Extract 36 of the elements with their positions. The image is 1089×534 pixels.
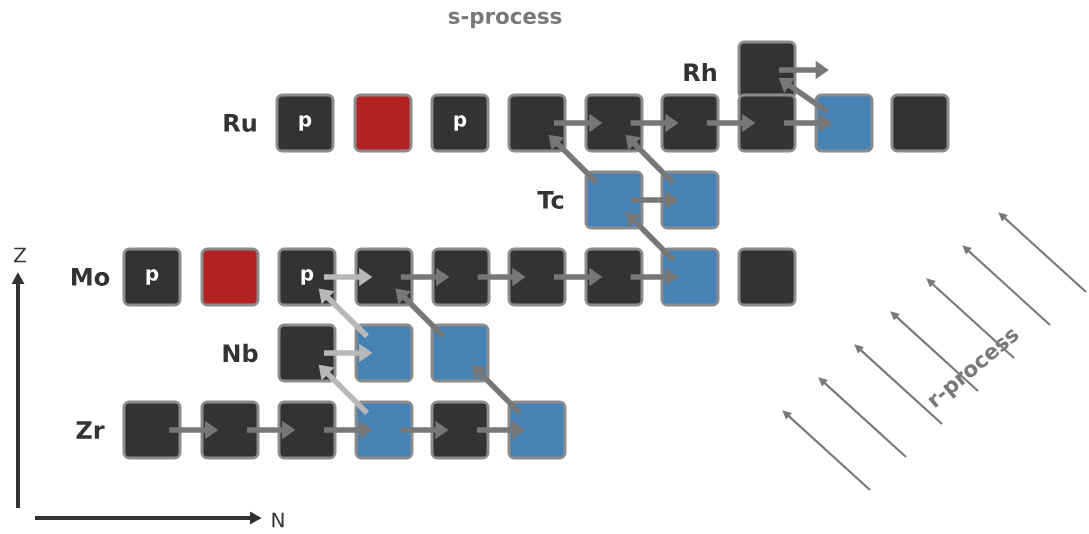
nuclide-box xyxy=(353,93,413,153)
nuclide-box xyxy=(890,93,950,153)
element-label: Tc xyxy=(537,191,564,209)
nuclide-box xyxy=(584,93,644,153)
nuclide-box: p xyxy=(275,93,335,153)
nuclide-box xyxy=(354,247,414,307)
nuclide-box xyxy=(430,400,490,460)
nuclide-box xyxy=(431,247,491,307)
nuclide-box xyxy=(200,400,260,460)
nuclide-box xyxy=(277,323,337,383)
nuclide-box xyxy=(507,400,567,460)
nuclide-box xyxy=(660,170,720,230)
nuclide-box xyxy=(277,400,337,460)
axis-label: Z xyxy=(14,247,26,263)
nuclide-box xyxy=(430,323,490,383)
nuclide-box xyxy=(737,93,797,153)
nuclide-box xyxy=(122,400,182,460)
nuclide-box: p xyxy=(430,93,490,153)
arrow xyxy=(395,288,446,339)
process-label: s-process xyxy=(448,11,562,29)
nuclide-box xyxy=(584,170,644,230)
nuclide-box xyxy=(584,247,644,307)
axis-label: N xyxy=(272,512,284,528)
nuclide-box xyxy=(354,323,414,383)
element-label: Nb xyxy=(223,343,258,363)
element-label: Rh xyxy=(684,62,716,82)
nuclide-box xyxy=(200,247,260,307)
nuclide-box xyxy=(660,247,720,307)
nuclide-box: p xyxy=(122,247,182,307)
nuclide-box xyxy=(660,93,720,153)
nuclide-box: p xyxy=(277,247,337,307)
nuclide-box xyxy=(354,400,414,460)
nuclide-box xyxy=(814,93,874,153)
nuclide-box xyxy=(507,247,567,307)
nuclide-box xyxy=(737,247,797,307)
nuclide-box xyxy=(507,93,567,153)
